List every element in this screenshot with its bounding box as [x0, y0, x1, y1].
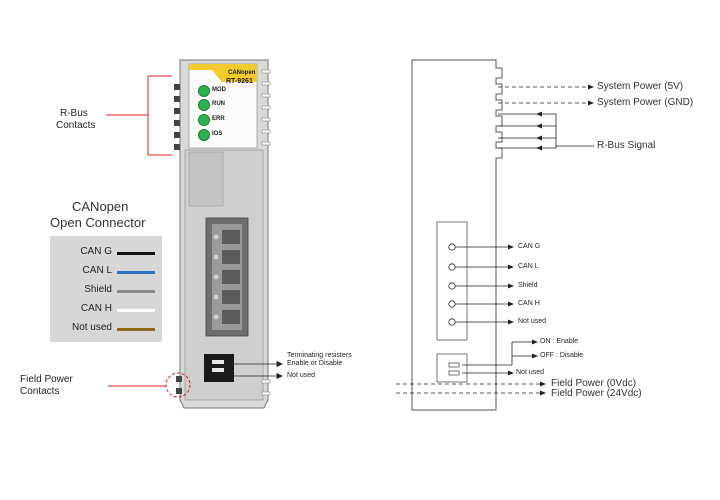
terminating-note-line1: Terminating resisters	[287, 352, 352, 359]
field-power-0v-label: Field Power (0Vdc)	[551, 378, 637, 389]
legend-item-can-l: CAN L	[50, 265, 162, 283]
pin-label-can-l: CAN L	[518, 263, 539, 270]
cable-swatch	[117, 328, 155, 331]
pin-label-shield: Shield	[518, 282, 538, 289]
legend-title-line2: Open Connector	[50, 215, 146, 230]
switch-not-used-note: Not used	[287, 372, 316, 379]
cable-swatch	[117, 290, 155, 293]
rbus-signal-lines	[498, 111, 594, 151]
field-power-contacts	[176, 376, 182, 394]
led-ios-indicator	[198, 129, 210, 141]
legend-item-can-h: CAN H	[50, 303, 162, 321]
legend-label: CAN H	[80, 303, 112, 314]
led-label-ios: IOS	[212, 131, 223, 137]
cable-swatch	[117, 271, 155, 274]
label-yellow-stripe	[189, 64, 257, 82]
cable-legend: CAN G CAN L Shield CAN H Not used	[50, 236, 162, 342]
led-mod-indicator	[198, 85, 210, 97]
field-power-callout	[108, 372, 191, 398]
field-power-label-line1: Field Power	[20, 374, 73, 385]
system-power-5v-label: System Power (5V)	[597, 81, 684, 92]
system-power-lines	[498, 84, 594, 106]
cable-swatch	[117, 309, 155, 312]
field-power-24v-label: Field Power (24Vdc)	[551, 388, 642, 399]
module-model: RT-9261	[226, 78, 253, 85]
switch-on-label: ON : Enable	[540, 338, 579, 345]
module-illustration	[174, 59, 271, 409]
schematic-switch-box	[436, 353, 468, 383]
switch-off-label: OFF : Disable	[540, 352, 584, 359]
pin-label-can-h: CAN H	[518, 300, 540, 307]
module-brand: CANopen	[228, 70, 256, 76]
legend-item-shield: Shield	[50, 284, 162, 302]
legend-item-not-used: Not used	[50, 322, 162, 340]
legend-title-line1: CANopen	[72, 199, 129, 214]
system-power-gnd-label: System Power (GND)	[597, 97, 694, 108]
rbus-contacts-label-line2: Contacts	[56, 120, 96, 131]
pin-label-not-used: Not used	[518, 318, 547, 325]
legend-label: Shield	[84, 284, 112, 295]
field-power-lines	[396, 381, 546, 396]
schematic-switch-not-used: Not used	[516, 369, 545, 376]
canopen-connector	[205, 217, 249, 337]
dip-switch	[204, 354, 234, 382]
rbus-contacts	[174, 84, 180, 150]
legend-label: CAN L	[82, 265, 112, 276]
led-label-mod: MOD	[212, 87, 226, 93]
rbus-callout	[106, 75, 172, 156]
pin-label-can-g: CAN G	[518, 243, 541, 250]
led-label-err: ERR	[212, 116, 225, 122]
led-run-indicator	[198, 99, 210, 111]
switch-leaders	[234, 360, 283, 380]
legend-label: Not used	[71, 322, 112, 333]
schematic-module	[411, 59, 503, 411]
legend-item-can-g: CAN G	[50, 246, 162, 264]
rbus-signal-label: R-Bus Signal	[597, 140, 656, 151]
cable-swatch	[117, 252, 155, 255]
legend-label: CAN G	[80, 246, 112, 257]
switch-bracket	[462, 339, 538, 376]
field-power-label-line2: Contacts	[20, 386, 60, 397]
vent-slots	[261, 69, 271, 396]
terminating-note-line2: Enable or Disable	[287, 360, 343, 367]
rbus-contacts-label-line1: R-Bus	[60, 108, 88, 119]
module-recess	[188, 151, 224, 207]
led-label-run: RUN	[212, 101, 225, 107]
led-err-indicator	[198, 114, 210, 126]
schematic-pins	[448, 243, 514, 326]
